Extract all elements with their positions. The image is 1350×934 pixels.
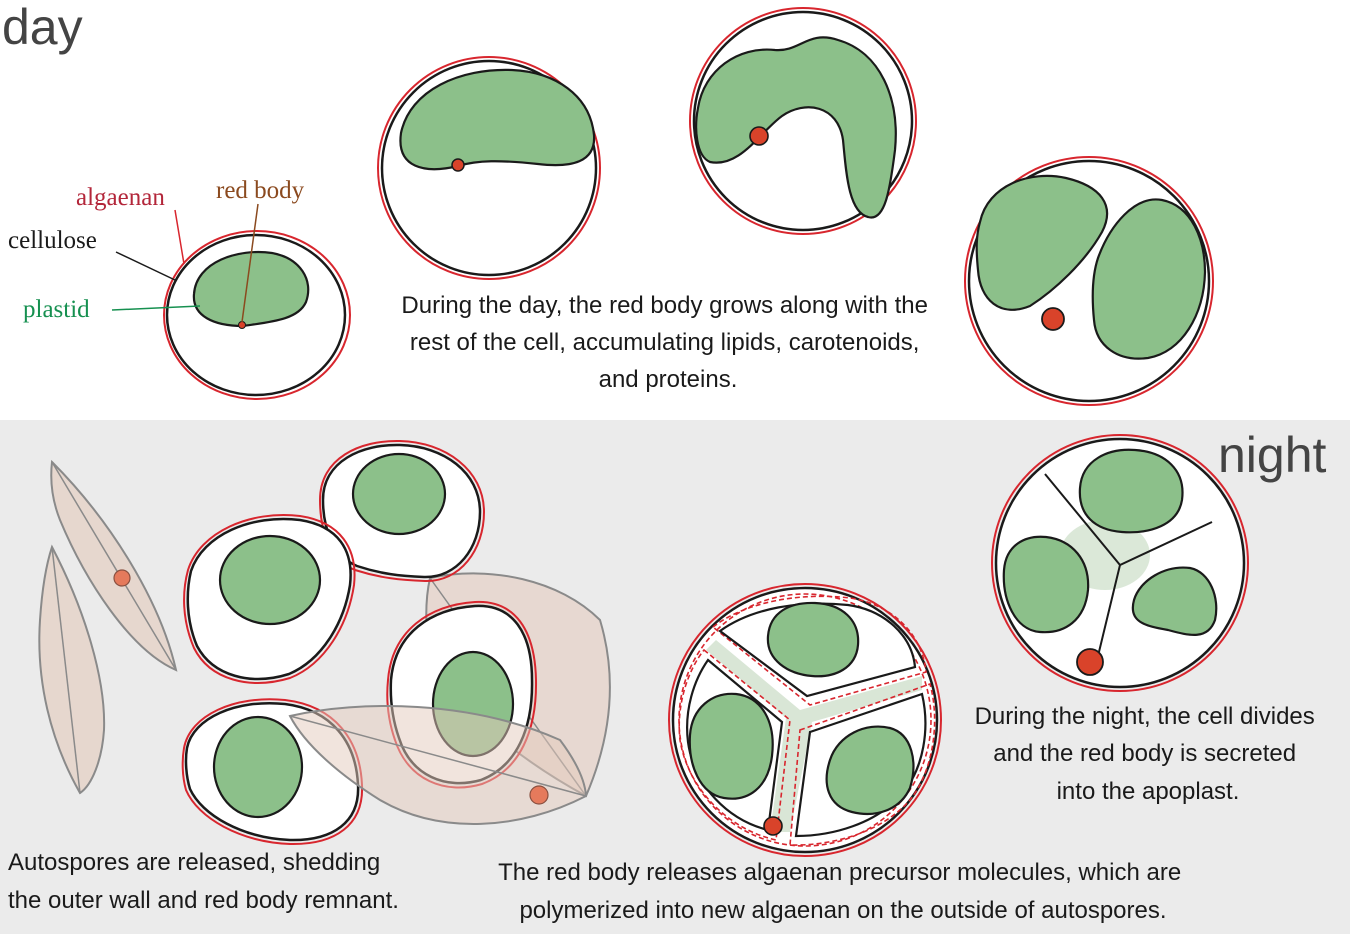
night-cell-divided <box>991 434 1249 692</box>
night-divide-caption-line-1: During the night, the cell divides <box>975 703 1315 730</box>
night-cell-autospores <box>668 583 942 857</box>
shed-wall-seam-1 <box>51 461 177 671</box>
plastid <box>351 452 447 536</box>
plastid-left <box>688 692 774 800</box>
red-body-label: red body <box>216 177 305 204</box>
cellulose-leader <box>115 251 176 281</box>
polymerize-caption-line-1: The red body releases algaenan precursor… <box>498 859 1181 886</box>
red-body <box>1041 307 1065 331</box>
algaenan-layer <box>183 514 356 684</box>
plastid <box>212 715 304 819</box>
red-body-leader <box>241 203 259 323</box>
plastid-right <box>1091 198 1207 360</box>
release-caption-line-2: the outer wall and red body remnant. <box>8 887 399 914</box>
algaenan-layer <box>964 156 1214 406</box>
polymerize-caption-line-2: polymerized into new algaenan on the out… <box>519 897 1166 924</box>
red-body <box>1076 648 1104 676</box>
night-divide-caption-line-3: into the apoplast. <box>1057 778 1240 805</box>
day-caption-line-3: and proteins. <box>599 366 738 393</box>
release-caption-line-1: Autospores are released, shedding <box>8 849 380 876</box>
plastid-right <box>1131 566 1218 636</box>
day-title: day <box>2 0 83 55</box>
day-cell-expanding <box>689 7 917 235</box>
red-body <box>763 816 783 836</box>
algaenan-label: algaenan <box>76 184 165 211</box>
dashed-algaenan-ring <box>678 593 932 847</box>
day-caption: During the day, the red body grows along… <box>401 292 934 393</box>
night-divide-caption: During the night, the cell divides and t… <box>975 703 1322 805</box>
released-autospore-2 <box>183 514 356 684</box>
algaenan-layer <box>377 56 601 280</box>
day-caption-line-2: rest of the cell, accumulating lipids, c… <box>410 329 920 356</box>
day-cell-young <box>163 230 351 400</box>
algaenan-layer <box>318 439 486 583</box>
shed-wall-seam-2 <box>51 546 81 794</box>
plastid-left <box>975 174 1108 311</box>
day-caption-line-1: During the day, the red body grows along… <box>401 292 928 319</box>
outer-algaenan-layer <box>668 583 942 857</box>
red-body-remnant <box>113 569 131 587</box>
plastid-left <box>1002 535 1090 634</box>
shed-wall-seam-4 <box>289 715 587 797</box>
plastid <box>218 534 322 626</box>
night-title: night <box>1218 427 1327 483</box>
autospore-left-dashed <box>678 648 791 841</box>
plastid-label: plastid <box>23 296 90 323</box>
autospore-top-dashed <box>711 595 927 706</box>
cellulose-label: cellulose <box>8 227 97 254</box>
day-cell-growing <box>377 56 601 280</box>
day-cell-mature <box>964 156 1214 406</box>
algaenan-layer <box>689 7 917 235</box>
algaenan-layer <box>181 698 364 846</box>
night-divide-caption-line-2: and the red body is secreted <box>993 740 1296 767</box>
apoplast-channel <box>706 640 922 832</box>
plastid <box>695 36 897 219</box>
algaenan-layer <box>163 230 351 400</box>
red-body <box>749 126 769 146</box>
released-autospore-1 <box>318 439 486 583</box>
algaenan-leader <box>174 209 185 265</box>
plastid-top <box>1078 448 1184 534</box>
plastid <box>192 251 310 328</box>
algaenan-layer <box>991 434 1249 692</box>
red-body-remnant <box>529 785 549 805</box>
autospore-right-dashed <box>789 682 936 846</box>
red-body <box>238 321 246 329</box>
plastid-leader <box>111 305 201 311</box>
plastid-top <box>766 601 860 678</box>
polymerize-caption: The red body releases algaenan precursor… <box>498 859 1188 924</box>
release-caption: Autospores are released, shedding the ou… <box>8 849 399 914</box>
red-body <box>451 158 465 172</box>
plastid-right <box>825 725 915 816</box>
